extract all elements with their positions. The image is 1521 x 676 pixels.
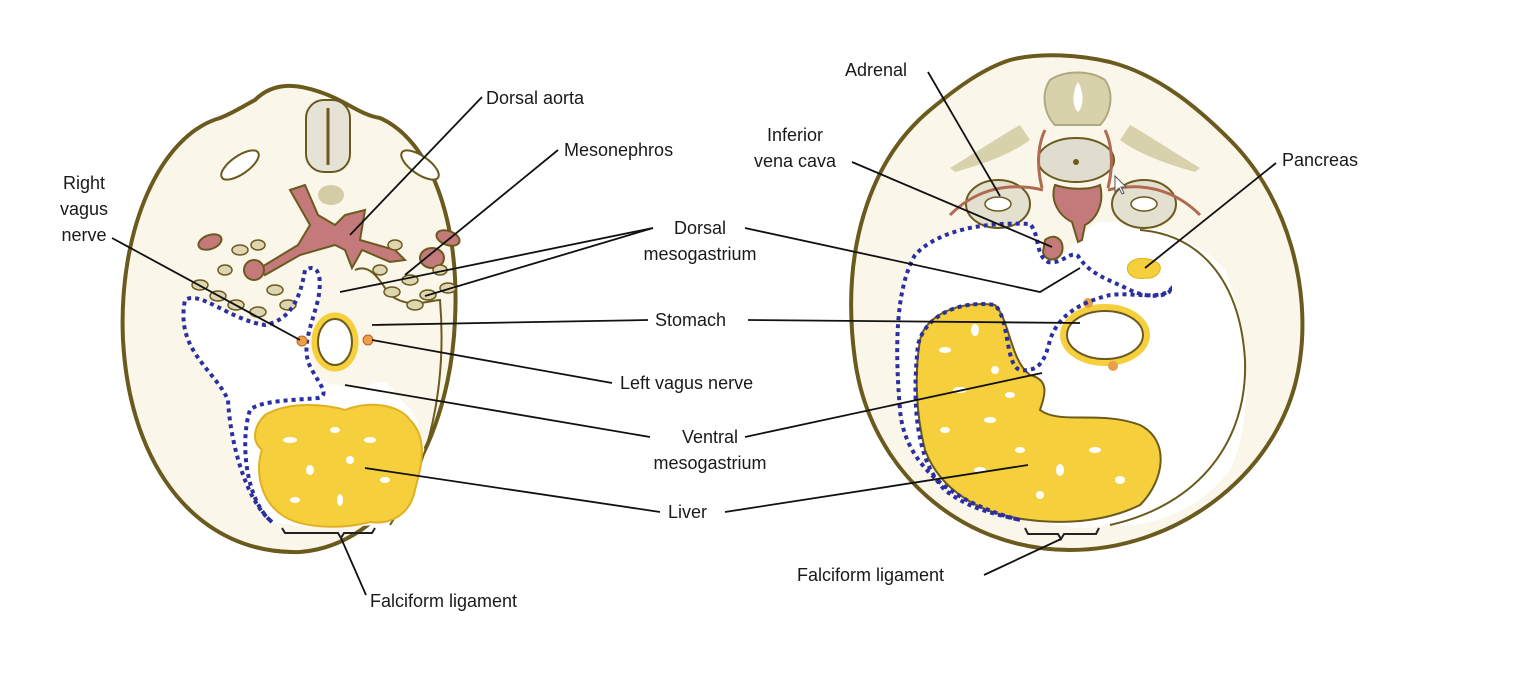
label-pancreas: Pancreas (1282, 150, 1359, 170)
label-stomach: Stomach (655, 310, 727, 330)
label-ivc-line2: vena cava (753, 151, 837, 171)
label-liver: Liver (668, 502, 708, 522)
label-falciform-ligament-left: Falciform ligament (370, 591, 518, 611)
label-mesonephros: Mesonephros (564, 140, 674, 160)
left-peritoneum-dotted (181, 266, 326, 524)
label-dorsal-mesogastrium: Dorsal mesogastrium (620, 215, 780, 267)
right-aorta (1052, 183, 1103, 244)
right-peritoneum-dotted (895, 221, 1173, 522)
label-right-vagus-line3: nerve (61, 225, 107, 245)
left-mesonephros (191, 239, 457, 318)
mouse-cursor-icon (1114, 174, 1128, 195)
label-adrenal: Adrenal (845, 60, 908, 80)
left-dorsal-aorta (258, 183, 408, 277)
label-ventral-mesogastrium: Ventral mesogastrium (620, 424, 800, 476)
label-inferior-vena-cava: Inferior vena cava (740, 122, 850, 174)
left-liver (254, 403, 423, 528)
left-right-vagus-nerve (296, 335, 308, 347)
label-falciform-ligament-right: Falciform ligament (797, 565, 945, 585)
label-right-vagus-line2: vagus (59, 199, 109, 219)
label-dorsal-mesogastrium-line2: mesogastrium (643, 244, 757, 264)
leader-lines (111, 71, 1277, 596)
right-inferior-vena-cava (1041, 235, 1064, 261)
label-dorsal-aorta: Dorsal aorta (486, 88, 585, 108)
label-ventral-mesogastrium-line2: mesogastrium (653, 453, 767, 473)
label-ventral-mesogastrium-line1: Ventral (681, 427, 739, 447)
left-cross-section (120, 83, 461, 555)
right-pancreas (1126, 257, 1161, 279)
right-cross-section (849, 53, 1305, 553)
label-left-vagus-nerve: Left vagus nerve (620, 373, 754, 393)
left-body-inner-right (354, 267, 443, 526)
right-body-inner-wall (1109, 229, 1247, 526)
label-right-vagus-line1: Right (62, 173, 106, 193)
label-dorsal-mesogastrium-line1: Dorsal (673, 218, 726, 238)
left-left-vagus-nerve (362, 334, 374, 346)
label-right-vagus-nerve: Right vagus nerve (56, 170, 112, 248)
label-ivc-line1: Inferior (766, 125, 824, 145)
